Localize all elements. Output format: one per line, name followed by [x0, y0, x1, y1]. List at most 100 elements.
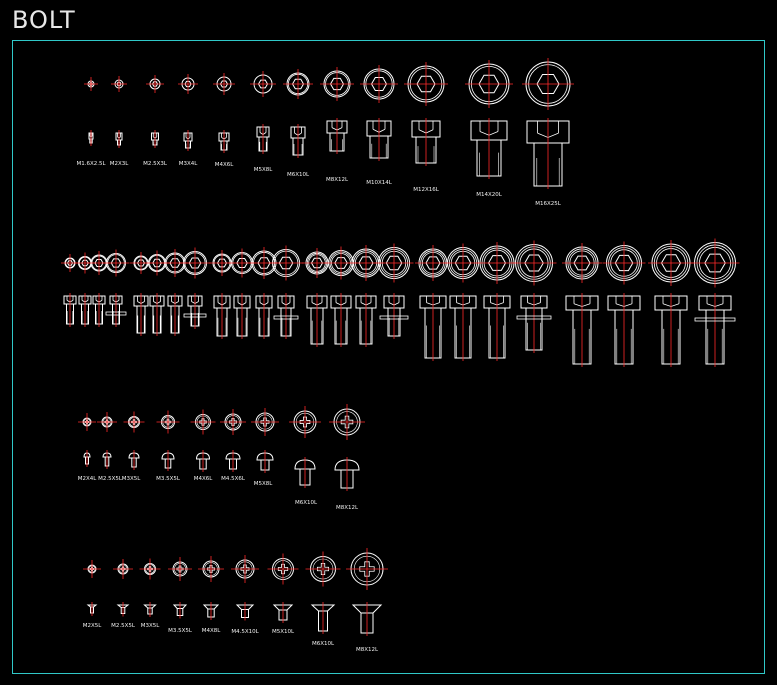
phillips-head-top-view	[78, 413, 96, 431]
socket-head-side-view	[290, 124, 306, 158]
size-label: M3.5X5L	[156, 476, 181, 482]
socket-head-side-view	[233, 293, 251, 339]
round-head-side-view	[83, 450, 91, 467]
socket-head-side-view	[115, 130, 123, 148]
round-head-side-view	[161, 450, 175, 471]
countersunk-side-view	[202, 602, 220, 620]
countersunk-side-view	[351, 602, 383, 636]
socket-head-side-view	[565, 293, 599, 367]
socket-head-side-view	[526, 118, 570, 189]
socket-head-top-view	[562, 243, 602, 283]
countersunk-side-view	[172, 602, 188, 619]
size-label: M5X10L	[272, 629, 295, 635]
size-label: M2X4L	[78, 476, 98, 482]
socket-head-side-view	[133, 293, 149, 336]
size-label: M3X4L	[179, 161, 199, 167]
size-label: M6X10L	[287, 172, 310, 178]
socket-head-top-view	[283, 69, 313, 99]
socket-head-top-view	[511, 240, 557, 286]
round-head-side-view	[294, 457, 316, 488]
phillips-head-top-view	[123, 411, 145, 433]
socket-head-side-view	[449, 293, 477, 361]
round-head-side-view	[128, 450, 140, 470]
size-label: M2.5X5L	[98, 476, 123, 482]
countersunk-side-view	[143, 602, 157, 617]
size-label: M3.5X5L	[168, 628, 193, 634]
socket-head-side-view	[213, 293, 231, 339]
size-label: M2X5L	[83, 623, 103, 629]
size-label: M12X16L	[413, 187, 440, 193]
size-label: M4X8L	[202, 628, 222, 634]
phillips-head-top-view	[329, 404, 365, 440]
phillips-head-top-view	[267, 553, 299, 585]
phillips-head-top-view	[168, 557, 192, 581]
phillips-head-top-view	[305, 551, 341, 587]
size-label: M2X3L	[110, 161, 130, 167]
round-head-side-view	[256, 450, 274, 473]
washer	[516, 315, 552, 320]
size-label: M8X12L	[336, 505, 359, 511]
size-label: M5X8L	[254, 481, 274, 487]
countersunk-side-view	[310, 602, 336, 634]
socket-head-side-view	[470, 118, 508, 179]
countersunk-side-view	[235, 602, 255, 621]
countersunk-side-view	[116, 602, 130, 617]
phillips-head-top-view	[251, 408, 279, 436]
size-label: M3X5L	[141, 623, 161, 629]
socket-head-top-view	[374, 243, 414, 283]
size-label: M2.5X5L	[111, 623, 136, 629]
socket-head-side-view	[411, 118, 441, 166]
socket-head-top-view	[404, 62, 448, 106]
size-label: M1.6X2.5L	[76, 161, 106, 167]
socket-head-side-view	[520, 293, 548, 353]
socket-head-side-view	[151, 130, 159, 148]
phillips-head-top-view	[289, 406, 321, 438]
socket-head-top-view	[360, 65, 398, 103]
socket-head-side-view	[187, 293, 203, 329]
washer	[694, 317, 736, 322]
socket-head-side-view	[88, 130, 94, 146]
countersunk-side-view	[272, 602, 294, 623]
size-label: M5X8L	[254, 167, 274, 173]
socket-head-side-view	[255, 293, 273, 339]
socket-head-side-view	[330, 293, 352, 347]
socket-head-side-view	[355, 293, 377, 347]
washer	[105, 311, 127, 316]
size-label: M14X20L	[476, 192, 503, 198]
socket-head-side-view	[92, 293, 106, 327]
socket-head-side-view	[167, 293, 183, 336]
socket-head-side-view	[63, 293, 77, 327]
socket-head-top-view	[648, 240, 694, 286]
round-head-side-view	[334, 457, 360, 491]
drawing-title: BOLT	[12, 6, 76, 34]
size-label: M4X6L	[194, 476, 214, 482]
socket-head-side-view	[78, 293, 92, 327]
phillips-head-top-view	[190, 409, 216, 435]
washer	[273, 315, 299, 320]
socket-head-top-view	[178, 74, 198, 94]
socket-head-top-view	[102, 249, 130, 277]
phillips-head-top-view	[231, 555, 259, 583]
socket-head-side-view	[256, 124, 270, 154]
phillips-head-top-view	[198, 556, 224, 582]
socket-head-side-view	[306, 293, 328, 347]
washer	[183, 313, 207, 318]
socket-head-top-view	[602, 241, 646, 285]
socket-head-top-view	[179, 247, 211, 279]
phillips-head-top-view	[139, 558, 161, 580]
socket-head-side-view	[698, 293, 732, 367]
socket-head-top-view	[213, 73, 235, 95]
socket-head-side-view	[366, 118, 392, 161]
socket-head-top-view	[522, 58, 574, 110]
size-label: M16X25L	[535, 201, 562, 207]
size-label: M4.5X6L	[221, 476, 246, 482]
phillips-head-top-view	[220, 409, 246, 435]
size-label: M8X12L	[326, 177, 349, 183]
socket-head-top-view	[111, 76, 127, 92]
size-label: M8X12L	[356, 647, 379, 653]
size-label: M4.5X10L	[231, 629, 259, 635]
socket-head-side-view	[149, 293, 165, 336]
size-label: M4X6L	[215, 162, 235, 168]
phillips-head-top-view	[83, 560, 101, 578]
